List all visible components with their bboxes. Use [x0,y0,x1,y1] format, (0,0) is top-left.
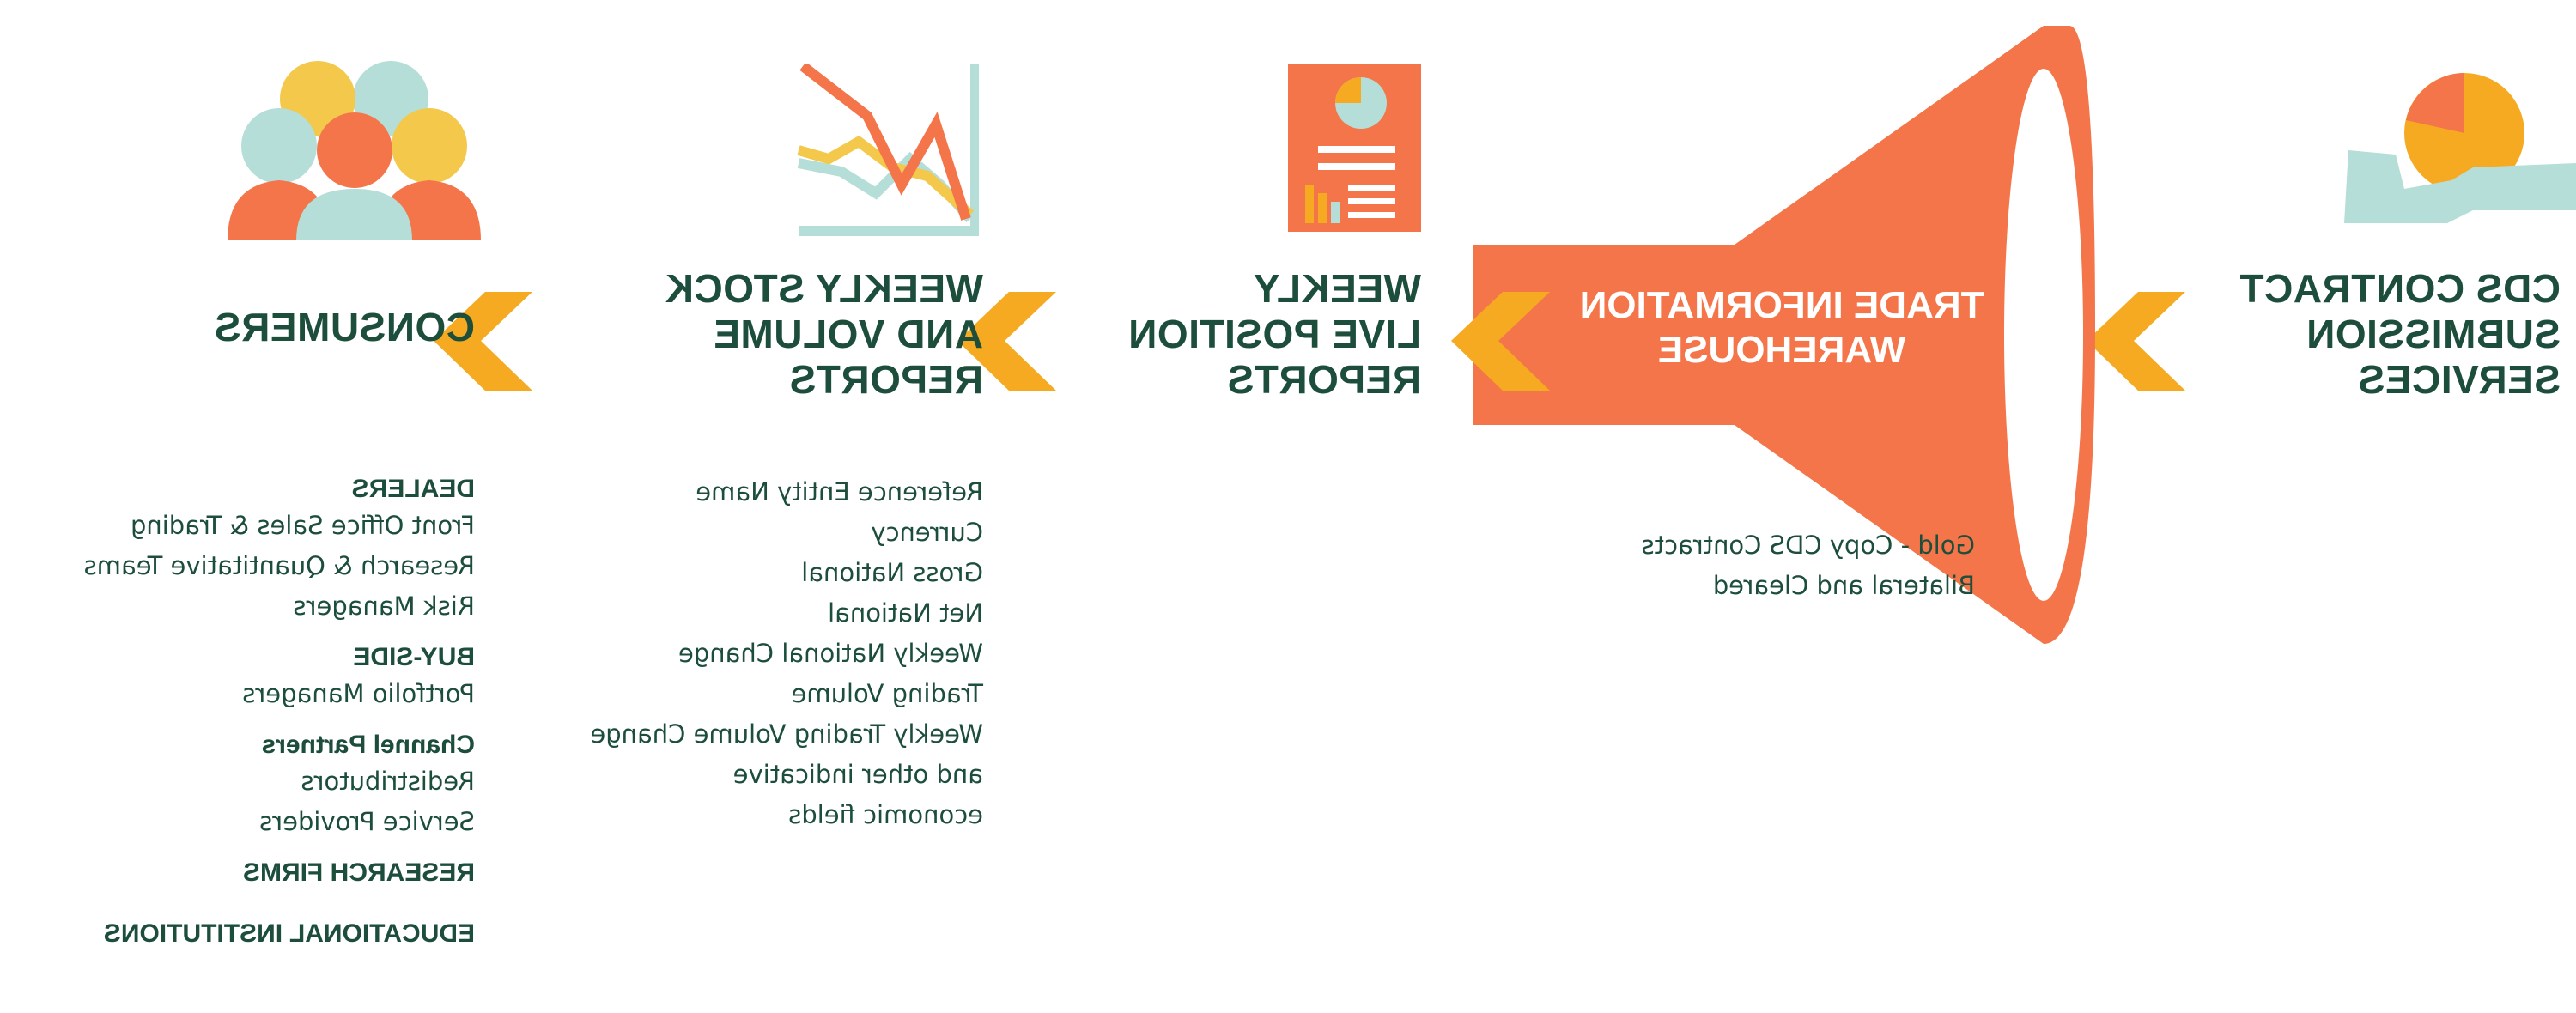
consumer-group-dealers: DEALERS [351,475,475,503]
consumer-item: Front Office Sales & Trading [130,511,475,540]
chevron-right-icon [1451,292,1550,391]
stage-title-consumers: CONSUMERS [214,305,475,349]
warehouse-title: TRADE INFORMATION WAREHOUSE [1579,284,1984,371]
chevron-right-icon [434,292,532,391]
warehouse-label: TRADE INFORMATION WAREHOUSE [1528,283,2035,373]
consumer-group-educational-institutions: EDUCATIONAL INSTITUTIONS [103,919,475,948]
consumer-item: Portfolio Managers [242,678,475,708]
report-field: and other indicative [732,759,983,789]
report-field: Weekly Trading Volume Change [590,719,983,749]
hand-holding-pie-chart-icon [2344,73,2576,223]
consumer-item: Service Providers [259,806,475,836]
report-field: economic fields [788,799,983,829]
warehouse-detail-line: Bilateral and Cleared [1712,570,1975,600]
consumer-item: Research & Quantitative Teams [83,550,475,580]
consumer-group-channel-partners: Channel Partners [261,730,475,759]
consumer-group-buy-side: BUY-SIDE [353,642,475,671]
line-chart-icon [797,64,979,236]
warehouse-detail-line: Gold - Copy CDS Contracts [1641,531,1975,560]
report-field: Currency [871,517,983,547]
stage-title-live-position: WEEKLY LIVE POSITION REPORTS [1127,266,1421,402]
warehouse-details: Gold - Copy CDS Contracts Bilateral and … [1460,525,1975,606]
report-fields-list: Reference Entity Name Currency Gross Nat… [468,472,983,835]
consumer-item: Redistributors [301,766,475,796]
report-field: Gross National [801,557,983,587]
stage-title-stock-volume: WEEKLY STOCK AND VOLUME REPORTS [665,266,983,402]
chevron-right-icon [2087,292,2185,391]
report-field: Weekly National Change [678,638,983,668]
report-field: Trading Volume [791,678,983,708]
chevron-right-icon [957,292,1056,391]
report-field: Net National [828,597,983,628]
consumer-group-research-firms: RESEARCH FIRMS [242,858,475,887]
stage-title-cds-submission: CDS CONTRACT SUBMISSION SERVICES [2239,266,2561,402]
report-document-icon [1288,64,1421,232]
report-field: Reference Entity Name [696,477,983,506]
megaphone-icon [1473,26,2095,644]
consumer-item: Risk Managers [293,591,475,621]
consumers-list: DEALERS Front Office Sales & Trading Res… [3,472,475,950]
people-group-icon [228,61,481,240]
